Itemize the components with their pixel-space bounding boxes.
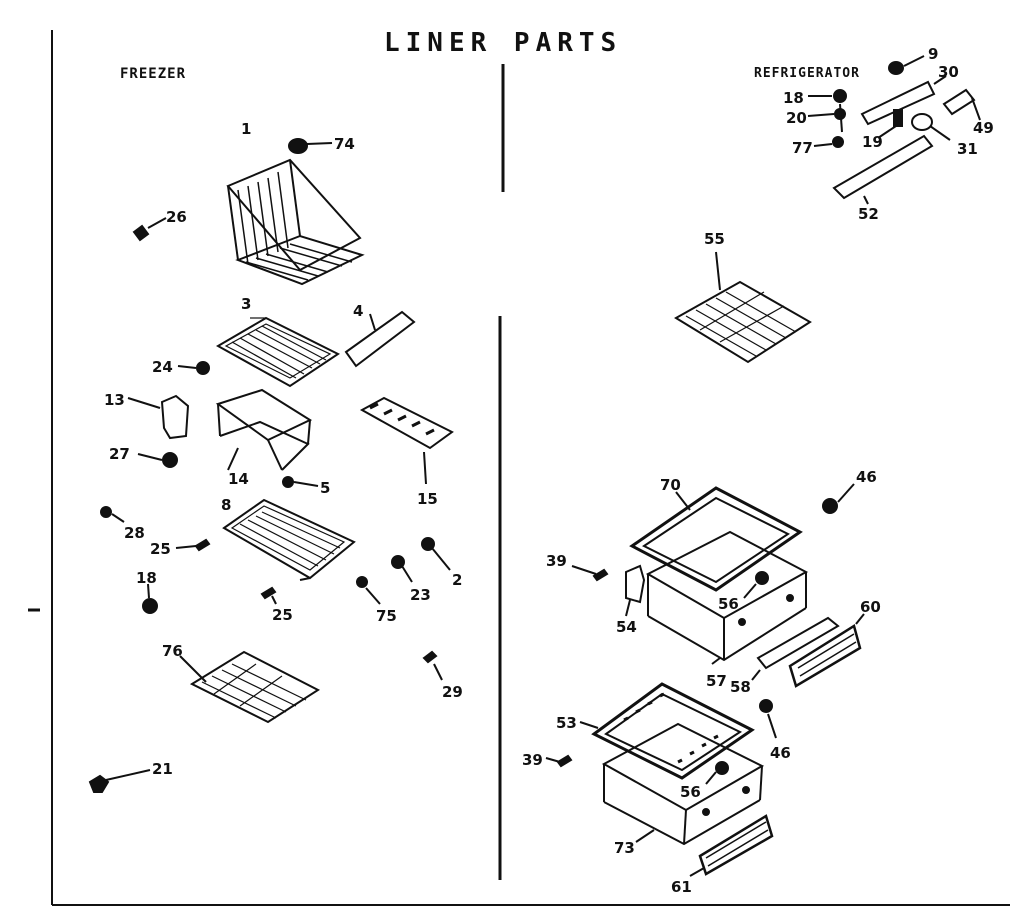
part-4-channel (344, 310, 416, 368)
callout-46: 46 (770, 744, 791, 762)
callout-26: 26 (166, 208, 187, 226)
part-54-bracket (625, 564, 646, 617)
part-70-crisper-cover (629, 486, 803, 592)
callout-25: 25 (272, 606, 293, 624)
part-20-bracket (807, 103, 846, 133)
callout-49: 49 (973, 119, 994, 137)
part-21-knob (88, 769, 151, 793)
part-18-knob-r (808, 89, 847, 103)
callout-39: 39 (522, 751, 543, 769)
part-27-knob (137, 452, 178, 468)
part-15-ice-tray (359, 396, 454, 485)
part-24-nut (177, 361, 210, 375)
callout-30: 30 (938, 63, 959, 81)
section-label-refrigerator: REFRIGERATOR (754, 66, 860, 81)
callout-46: 46 (856, 468, 877, 486)
part-1-wire-basket (226, 158, 365, 286)
callout-73: 73 (614, 839, 635, 857)
part-18-knob (142, 583, 158, 614)
part-28-knob (100, 506, 125, 523)
callout-5: 5 (320, 479, 330, 497)
callout-14: 14 (228, 470, 249, 488)
callout-31: 31 (957, 140, 978, 158)
callout-54: 54 (616, 618, 637, 636)
part-30-bar (860, 75, 947, 126)
part-29-clip (422, 650, 443, 681)
callout-1: 1 (241, 120, 251, 138)
callout-52: 52 (858, 205, 879, 223)
callout-25: 25 (150, 540, 171, 558)
callout-21: 21 (152, 760, 173, 778)
part-2-knob (421, 537, 451, 571)
callout-55: 55 (704, 230, 725, 248)
callout-27: 27 (109, 445, 130, 463)
callout-60: 60 (860, 598, 881, 616)
part-57-crisper-pan (645, 530, 809, 665)
callout-75: 75 (376, 607, 397, 625)
part-19-screw (877, 109, 903, 139)
part-58-strip (751, 616, 840, 681)
callout-24: 24 (152, 358, 173, 376)
callout-70: 70 (660, 476, 681, 494)
part-46-knob-2 (759, 699, 777, 739)
callout-53: 53 (556, 714, 577, 732)
callout-39: 39 (546, 552, 567, 570)
part-8-shelf (222, 498, 356, 581)
section-label-freezer: FREEZER (120, 66, 187, 82)
part-56-screw-2 (705, 761, 729, 785)
callout-57: 57 (706, 672, 727, 690)
part-25-pin (175, 538, 211, 552)
callout-77: 77 (792, 139, 813, 157)
part-75-knob (356, 576, 381, 605)
part-39-pin-2 (545, 754, 573, 768)
callout-15: 15 (417, 490, 438, 508)
part-14-frame (215, 388, 313, 471)
callout-23: 23 (410, 586, 431, 604)
part-49-knob (942, 88, 981, 121)
callout-13: 13 (104, 391, 125, 409)
diagram-title: LINER PARTS (384, 28, 623, 58)
callout-9: 9 (928, 45, 938, 63)
part-9-cap (888, 55, 925, 75)
callout-29: 29 (442, 683, 463, 701)
callout-28: 28 (124, 524, 145, 542)
callout-8: 8 (221, 496, 231, 514)
callout-18: 18 (783, 89, 804, 107)
part-61-handle (689, 814, 774, 877)
part-46-knob (822, 483, 855, 514)
callout-56: 56 (680, 783, 701, 801)
part-76-basket (179, 650, 321, 724)
part-77-screw (813, 136, 844, 148)
callout-3: 3 (241, 295, 251, 313)
callout-19: 19 (862, 133, 883, 151)
part-53-crisper-cover (579, 682, 755, 780)
part-25-pin-2 (260, 586, 277, 605)
part-26-clip (132, 217, 167, 242)
part-3-shelf (215, 316, 340, 388)
callout-56: 56 (718, 595, 739, 613)
callout-58: 58 (730, 678, 751, 696)
callout-2: 2 (452, 571, 462, 589)
callout-74: 74 (334, 135, 355, 153)
part-73-crisper-pan (601, 722, 765, 846)
callout-4: 4 (353, 302, 363, 320)
part-60-handle (788, 613, 865, 688)
part-56-screw (743, 571, 769, 599)
part-52-rail (832, 134, 934, 205)
part-55-shelf (674, 251, 812, 364)
part-74-cap (288, 138, 333, 154)
callout-76: 76 (162, 642, 183, 660)
part-5-screw (282, 476, 319, 488)
part-23-knob (391, 555, 413, 583)
part-13-bracket (127, 394, 190, 440)
part-31-knob (911, 113, 951, 141)
callout-20: 20 (786, 109, 807, 127)
callout-18: 18 (136, 569, 157, 587)
callout-61: 61 (671, 878, 692, 896)
part-39-pin (571, 565, 609, 582)
